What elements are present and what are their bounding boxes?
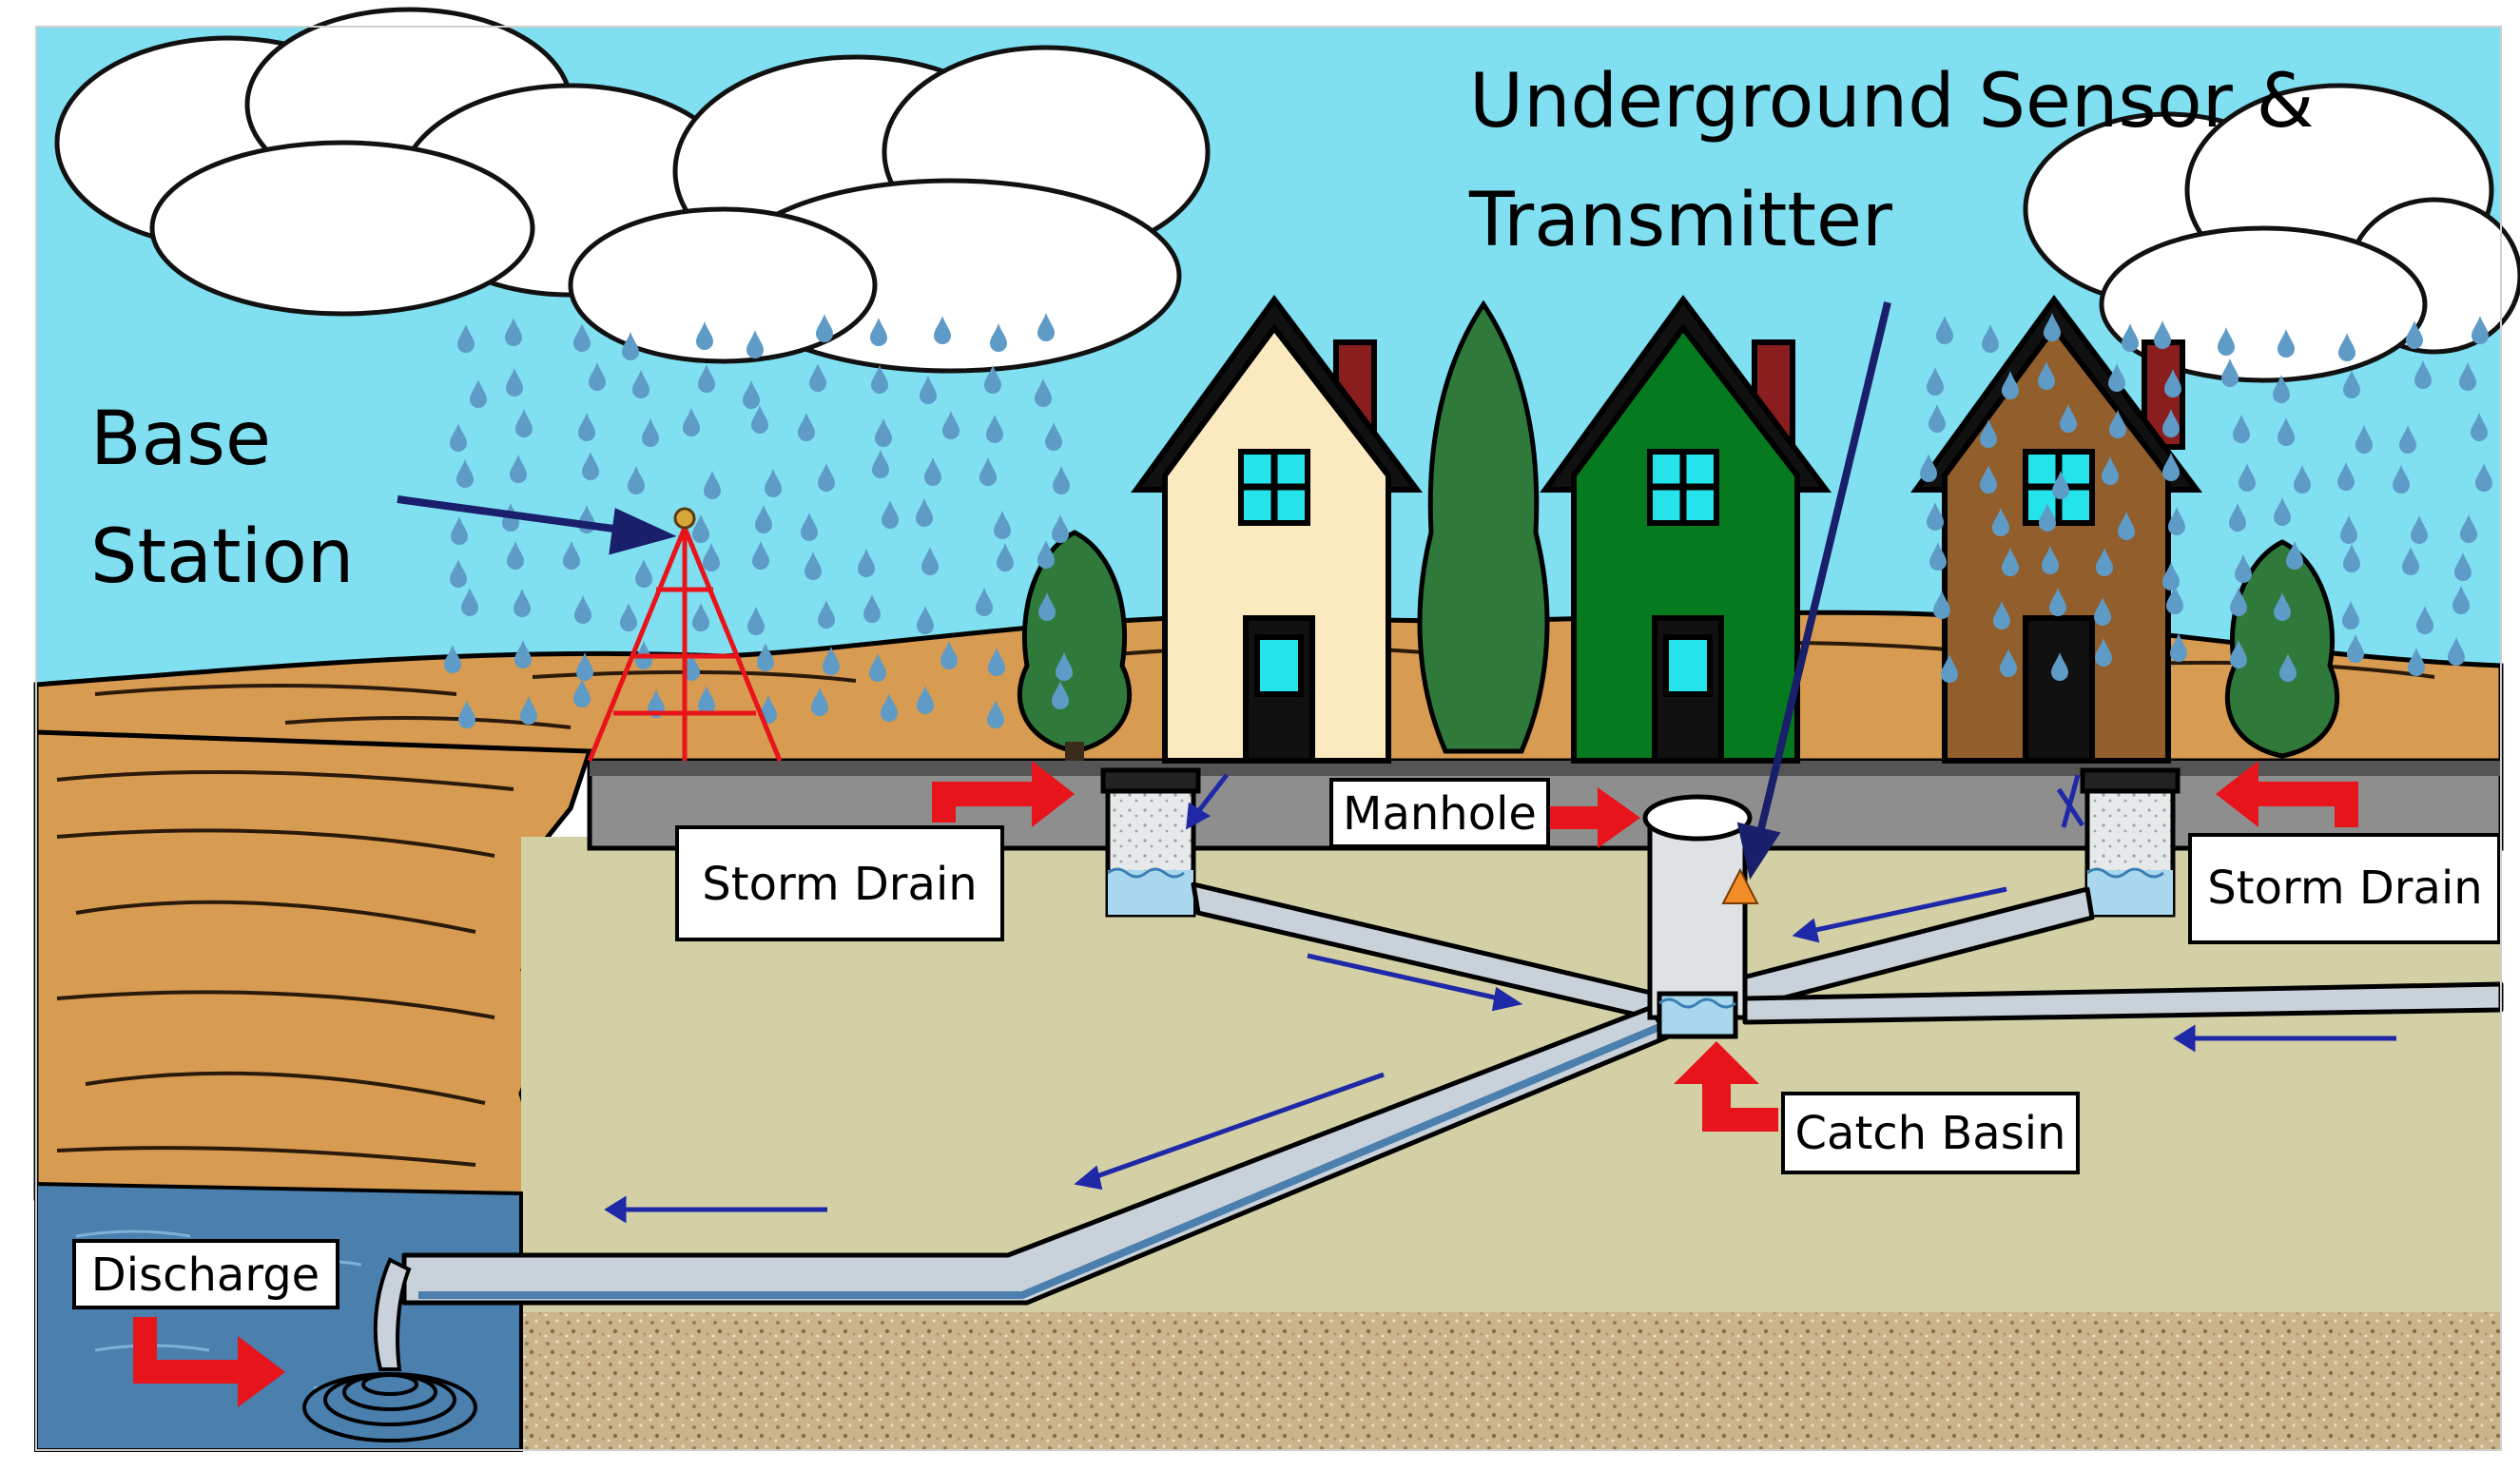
trees xyxy=(1017,300,2340,761)
base-station-label-line1: Base xyxy=(90,397,271,482)
storm-drain-basin-right xyxy=(2080,767,2181,918)
red-arrow-storm-drain-left xyxy=(932,761,1075,827)
pipe-water-line xyxy=(418,1023,1661,1299)
pipes xyxy=(401,881,2504,1306)
base-station-pointer xyxy=(397,495,629,534)
discharge-outlet xyxy=(302,1257,477,1443)
discharge-label: Discharge xyxy=(91,1249,320,1302)
storm-drain-left-box xyxy=(675,825,1004,941)
tree-tall-center xyxy=(1417,300,1550,754)
storm-drain-basin-left xyxy=(1100,767,1201,918)
antenna-icon xyxy=(673,507,696,530)
sensor-label-line2: Transmitter xyxy=(1468,178,1893,263)
red-arrow-discharge xyxy=(133,1317,285,1407)
catch-basin-box xyxy=(1781,1092,2080,1174)
houses xyxy=(1131,294,2202,764)
manhole-shaft xyxy=(1642,794,1753,1039)
base-station-tower xyxy=(587,507,783,762)
base-station-label-line2: Station xyxy=(90,514,354,600)
red-arrow-manhole xyxy=(1541,787,1640,848)
manhole-box xyxy=(1329,778,1550,848)
manhole-label: Manhole xyxy=(1343,787,1537,841)
red-arrow-storm-drain-right xyxy=(2216,761,2358,827)
house-cream xyxy=(1131,294,1423,764)
cloud-middle xyxy=(568,45,1211,374)
discharge-box xyxy=(72,1239,339,1309)
cliff xyxy=(33,729,593,1211)
house-green xyxy=(1540,294,1832,764)
storm-drain-left-label: Storm Drain xyxy=(702,858,977,911)
red-arrow-catch-basin xyxy=(1674,1041,1778,1132)
sensor-icon xyxy=(1721,867,1759,904)
curb xyxy=(590,761,2501,776)
label-boxes xyxy=(72,778,2501,1309)
storm-drain-right-label: Storm Drain xyxy=(2207,862,2482,915)
red-flow-arrows xyxy=(133,761,2358,1407)
pointer-arrows xyxy=(397,301,1891,881)
sensor-pointer xyxy=(1755,301,1891,838)
blue-direction-arrows xyxy=(604,773,2396,1224)
cliff-strata xyxy=(56,770,514,1167)
sensor-label-line1: Underground Sensor & xyxy=(1469,59,2314,145)
image-frame xyxy=(35,26,2502,1451)
gravel-layer xyxy=(521,1312,2501,1450)
catch-basin-label: Catch Basin xyxy=(1795,1107,2066,1160)
cloud-right xyxy=(2023,83,2520,383)
storm-drain-right-box xyxy=(2188,833,2501,944)
tree-small-left xyxy=(1017,530,1133,761)
clouds xyxy=(54,7,2520,383)
tree-small-right xyxy=(2224,539,2340,759)
